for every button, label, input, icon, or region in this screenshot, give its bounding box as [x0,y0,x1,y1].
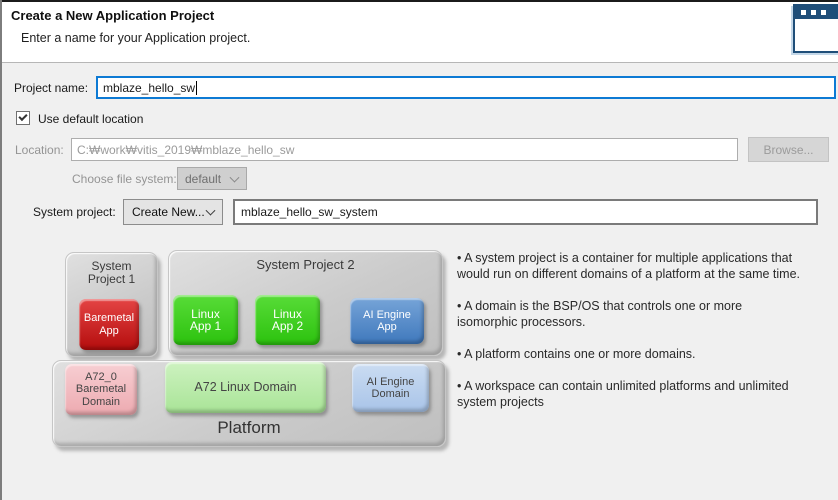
dialog-top-border [0,0,838,2]
location-input[interactable]: C:₩work₩vitis_2019₩mblaze_hello_sw [71,138,738,161]
window-icon-dot [821,10,826,15]
browse-button[interactable]: Browse... [748,137,829,162]
chevron-down-icon [205,205,216,216]
text-cursor [196,80,198,95]
location-value: C:₩work₩vitis_2019₩mblaze_hello_sw [77,142,295,157]
use-default-location-label: Use default location [38,112,144,126]
note-domain: • A domain is the BSP/OS that controls o… [457,299,743,329]
note-platform: • A platform contains one or more domain… [457,347,696,361]
system-project-1-title: System Project 1 [87,259,136,286]
linux-app-2-block: Linux App 2 [255,295,320,345]
page-title: Create a New Application Project [11,8,215,23]
system-project-name-input[interactable]: mblaze_hello_sw_system [233,199,818,225]
application-window-icon [793,4,838,53]
checkmark-icon [18,111,28,122]
window-icon-dot [811,10,816,15]
project-name-label: Project name: [14,81,89,95]
file-system-value: default [185,171,222,186]
concept-diagram: System Project 1 System Project 2 Bareme… [48,248,458,452]
file-system-dropdown[interactable]: default [177,167,247,190]
project-name-value: mblaze_hello_sw [103,80,196,95]
system-project-name-value: mblaze_hello_sw_system [241,205,378,219]
dialog-left-border [0,0,2,500]
ai-engine-domain-block: AI Engine Domain [352,364,429,412]
location-label: Location: [15,143,64,157]
system-project-select-value: Create New... [132,205,205,219]
platform-label: Platform [217,418,281,437]
a72-linux-domain-block: A72 Linux Domain [165,362,326,413]
project-name-input[interactable]: mblaze_hello_sw [96,76,836,99]
wizard-header: Create a New Application Project Enter a… [2,2,838,63]
system-project-label: System project: [33,205,116,219]
browse-button-label: Browse... [763,142,814,157]
note-workspace: • A workspace can contain unlimited plat… [457,379,789,409]
chevron-down-icon [229,172,240,183]
window-icon-titlebar [795,6,838,19]
file-system-label: Choose file system: [72,172,177,186]
ai-engine-app-block: AI Engine App [350,298,424,344]
system-project-dropdown[interactable]: Create New... [123,199,223,225]
window-icon-dot [801,10,806,15]
a72-0-baremetal-domain-block: A72_0 Baremetal Domain [65,364,137,415]
baremetal-app-block: Baremetal App [79,299,139,350]
note-system-project: • A system project is a container for mu… [457,251,801,281]
system-project-2-title: System Project 2 [256,257,355,272]
info-notes: • A system project is a container for mu… [457,250,804,426]
linux-app-1-block: Linux App 1 [173,295,238,345]
use-default-location-checkbox[interactable] [16,111,30,125]
page-subtitle: Enter a name for your Application projec… [21,31,251,45]
